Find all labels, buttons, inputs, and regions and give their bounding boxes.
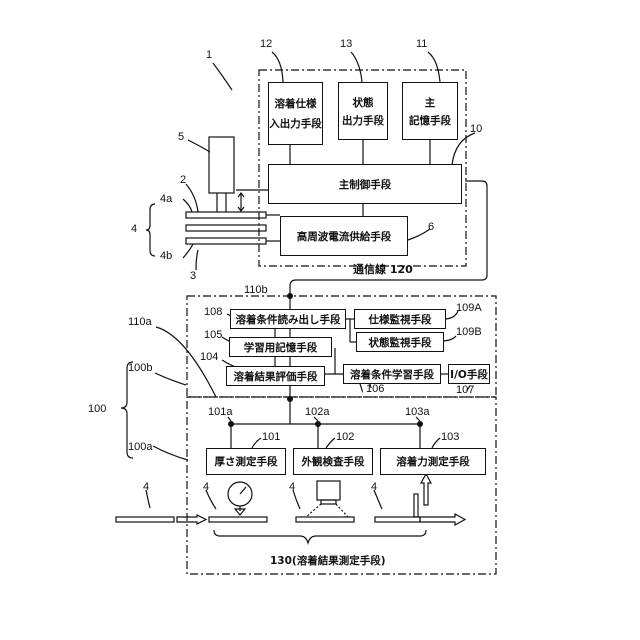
ref-100b: 100b <box>128 362 152 374</box>
ref-102a: 102a <box>305 406 329 418</box>
box-104-result-eval: 溶着結果評価手段 <box>226 366 325 386</box>
ref-4: 4 <box>131 223 137 235</box>
box-105-learning-memory: 学習用記憶手段 <box>229 337 332 357</box>
ref-101: 101 <box>262 431 280 443</box>
ref-104: 104 <box>200 351 218 363</box>
ref-4-workpiece-3: 4 <box>289 481 295 493</box>
ref-101a: 101a <box>208 406 232 418</box>
ref-4-workpiece-1: 4 <box>143 481 149 493</box>
ref-108: 108 <box>204 306 222 318</box>
box-101-thickness: 厚さ測定手段 <box>206 448 286 475</box>
box-12-line2: 入出力手段 <box>269 116 322 131</box>
ref-103a: 103a <box>405 406 429 418</box>
ref-4a: 4a <box>160 193 172 205</box>
box-11-line2: 記憶手段 <box>409 113 451 128</box>
ref-102: 102 <box>336 431 354 443</box>
ref-4-workpiece-4: 4 <box>371 481 377 493</box>
box-103-weld-force: 溶着力測定手段 <box>380 448 486 475</box>
box-6-hf-supply: 高周波電流供給手段 <box>280 216 408 256</box>
ref-10: 10 <box>470 123 482 135</box>
node-101a <box>228 421 234 427</box>
box-109B-state-monitor: 状態監視手段 <box>356 332 444 352</box>
box-109A-spec-monitor: 仕様監視手段 <box>354 309 446 329</box>
comm-line-label: 通信線 120 <box>353 264 413 276</box>
ref-3: 3 <box>190 270 196 282</box>
ref-6: 6 <box>428 221 434 233</box>
box-10-main-control: 主制御手段 <box>268 164 462 204</box>
box-13-line2: 出力手段 <box>342 113 384 128</box>
ref-105: 105 <box>204 329 222 341</box>
ref-11: 11 <box>416 38 427 50</box>
box-108-condition-read: 溶着条件読み出し手段 <box>230 309 346 329</box>
ref-5: 5 <box>178 131 184 143</box>
box-13-line1: 状態 <box>353 95 374 110</box>
box-13-state-output: 状態 出力手段 <box>338 82 388 140</box>
box-11-main-memory: 主 記憶手段 <box>402 82 458 140</box>
ref-100a: 100a <box>128 441 152 453</box>
ref-4-workpiece-2: 4 <box>203 481 209 493</box>
box-12-spec-io: 溶着仕様 入出力手段 <box>268 82 323 145</box>
ref-110b: 110b <box>244 284 268 296</box>
ref-109B: 109B <box>456 326 482 338</box>
box-107-io: I/O手段 <box>448 364 490 384</box>
ref-4b: 4b <box>160 250 172 262</box>
ref-12: 12 <box>260 38 272 50</box>
ref-107: 107 <box>456 384 474 396</box>
ref-100: 100 <box>88 403 106 415</box>
ref-109A: 109A <box>456 302 482 314</box>
node-102a <box>315 421 321 427</box>
box-12-line1: 溶着仕様 <box>275 96 317 111</box>
node-110a <box>287 396 293 402</box>
box-106-condition-learn: 溶着条件学習手段 <box>343 364 441 384</box>
box-102-visual-inspect: 外観検査手段 <box>293 448 373 475</box>
ref-103: 103 <box>441 431 459 443</box>
box-11-line1: 主 <box>425 95 436 110</box>
ref-13: 13 <box>340 38 352 50</box>
measure-group-label: 130(溶着結果測定手段) <box>270 555 386 567</box>
ref-2: 2 <box>180 174 186 186</box>
ref-106: 106 <box>366 383 384 395</box>
ref-1: 1 <box>206 49 212 61</box>
ref-110a: 110a <box>128 316 152 328</box>
node-103a <box>417 421 423 427</box>
node-110b <box>287 293 293 299</box>
